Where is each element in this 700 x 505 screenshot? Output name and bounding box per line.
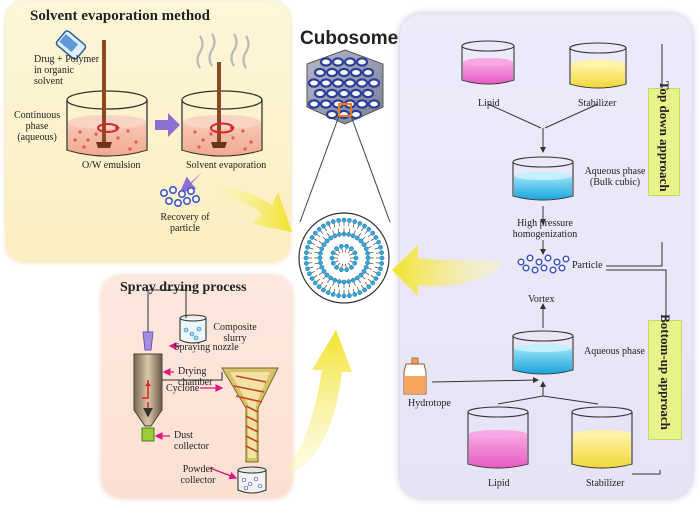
bottom-lipid-label: Lipid xyxy=(488,478,510,489)
evaporation-beaker-icon xyxy=(181,33,263,157)
dust-collector-icon xyxy=(141,427,155,442)
cubosome-title: Cubosome xyxy=(300,28,399,49)
slurry-beaker-icon xyxy=(179,314,207,344)
recovery-particle-label: Recovery of particle xyxy=(160,212,210,234)
ow-emulsion-label: O/W emulsion xyxy=(82,160,141,171)
powder-collector-label: Powder collector xyxy=(180,464,216,486)
drying-chamber-label: Drying chamber xyxy=(178,366,213,388)
spray-dryer-graphics xyxy=(133,289,279,494)
bottom-stabilizer-label: Stabilizer xyxy=(586,478,625,489)
cyclone-icon xyxy=(221,367,279,463)
drying-chamber-icon xyxy=(133,353,163,427)
bulk-cubic-label: Aqueous phase (Bulk cubic) xyxy=(584,166,646,188)
hph-label: High pressure homogenization xyxy=(512,218,578,240)
particle-label: Particle xyxy=(572,260,603,271)
particles-icon xyxy=(517,254,570,274)
vortex-label: Vortex xyxy=(528,294,555,305)
solvent-evaporation-label: Solvent evaporation xyxy=(186,160,267,171)
bottom-up-approach-tag: Bottom-up approach xyxy=(648,314,682,440)
spraying-nozzle-icon xyxy=(142,331,154,351)
recovery-arrow-icon xyxy=(179,171,203,194)
drug-polymer-label: Drug + Polymer in organic solvent xyxy=(34,54,100,87)
continuous-phase-label: Continuous phase (aqueous) xyxy=(14,110,61,143)
stabilizer-beaker-bottom-icon xyxy=(571,406,633,469)
top-down-approach-tag: Top down approach xyxy=(648,81,680,196)
emulsion-beaker-icon xyxy=(66,40,148,157)
hydrotope-label: Hydrotope xyxy=(408,398,451,409)
spraying-nozzle-label: Spraying nozzle xyxy=(174,342,239,353)
top-down-approach-label: Top down approach xyxy=(657,81,672,192)
process-arrow-icon xyxy=(155,113,180,137)
top-down-graphics xyxy=(461,40,667,320)
hydrotope-bottle-icon xyxy=(403,357,427,395)
cubosome-structure-icon xyxy=(298,49,391,304)
top-stabilizer-label: Stabilizer xyxy=(578,98,617,109)
spray-to-cubosome-arrow-icon xyxy=(286,330,352,474)
solvent-panel-title: Solvent evaporation method xyxy=(30,8,210,24)
composite-slurry-label: Composite slurry xyxy=(213,322,257,344)
powder-collector-icon xyxy=(237,466,267,494)
spray-panel-title: Spray drying process xyxy=(120,280,247,295)
top-lipid-label: Lipid xyxy=(478,98,500,109)
approach-to-cubosome-arrow-icon xyxy=(392,245,500,296)
bottom-up-graphics xyxy=(403,303,661,475)
aqueous-phase-label: Aqueous phase xyxy=(584,346,645,357)
lipid-beaker-top-icon xyxy=(461,40,515,85)
drug-vial-icon xyxy=(55,30,87,60)
stabilizer-beaker-top-icon xyxy=(569,42,627,89)
dust-collector-label: Dust collector xyxy=(174,430,209,452)
aqueous-phase-beaker-icon xyxy=(512,330,574,375)
solvent-to-cubosome-arrow-icon xyxy=(214,186,292,232)
solvent-evaporation-graphics xyxy=(55,30,263,208)
cyclone-label: Cyclone xyxy=(166,383,200,394)
bottom-up-approach-label: Bottom-up approach xyxy=(658,314,673,430)
lipid-beaker-bottom-icon xyxy=(467,406,529,469)
aqueous-bulk-beaker-icon xyxy=(512,156,574,201)
recovered-particles-icon xyxy=(160,186,201,208)
